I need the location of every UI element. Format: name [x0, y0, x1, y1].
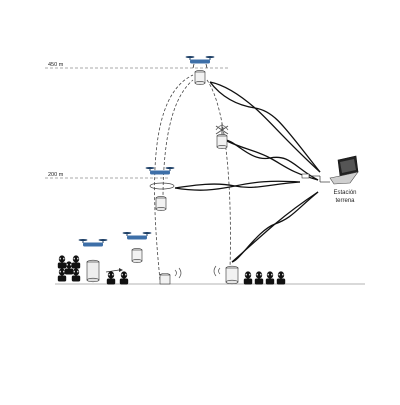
drone-high-body — [190, 59, 210, 64]
balloon-sensor-cluster-center — [106, 271, 129, 285]
altitude-label-200: 200 m — [48, 172, 64, 178]
link-wave-rise-b — [231, 191, 319, 263]
payload-canister-high — [194, 70, 206, 85]
payload-canister-parachute — [216, 134, 228, 149]
ground-sensor-center — [159, 267, 182, 285]
flight-path-ascent-inner — [162, 79, 194, 201]
laptop-icon — [329, 155, 359, 185]
balloon-sensor-cluster-right — [243, 271, 286, 285]
parachute-sensor — [215, 123, 229, 136]
payload-canister-low — [131, 248, 143, 263]
altitude-label-450: 450 m — [48, 62, 64, 68]
ground-cylinder-left — [86, 259, 100, 283]
transfer-arrow — [105, 269, 120, 273]
drone-ground — [78, 239, 108, 247]
antenna-icon — [301, 173, 330, 183]
drone-mid — [145, 167, 175, 175]
balloon-sensor-cluster-left — [57, 255, 81, 282]
ground-sensor-right — [213, 265, 239, 285]
flight-path-descent — [206, 79, 231, 269]
link-wave-low-b — [174, 180, 301, 191]
link-wave-mid-b — [224, 139, 319, 181]
telemetry-links — [174, 81, 321, 263]
drone-low-ascending — [122, 232, 152, 240]
ground-station-label-line1: Estación — [333, 190, 356, 196]
ground-station: Estación terrena — [301, 155, 359, 204]
ground-station-label-line2: terrena — [335, 198, 355, 204]
release-ring-mid — [149, 182, 175, 190]
flight-path-ascent-outer — [154, 74, 194, 281]
link-wave-top-b — [209, 81, 321, 173]
drone-high — [185, 56, 215, 69]
payload-canister-mid — [155, 196, 167, 211]
